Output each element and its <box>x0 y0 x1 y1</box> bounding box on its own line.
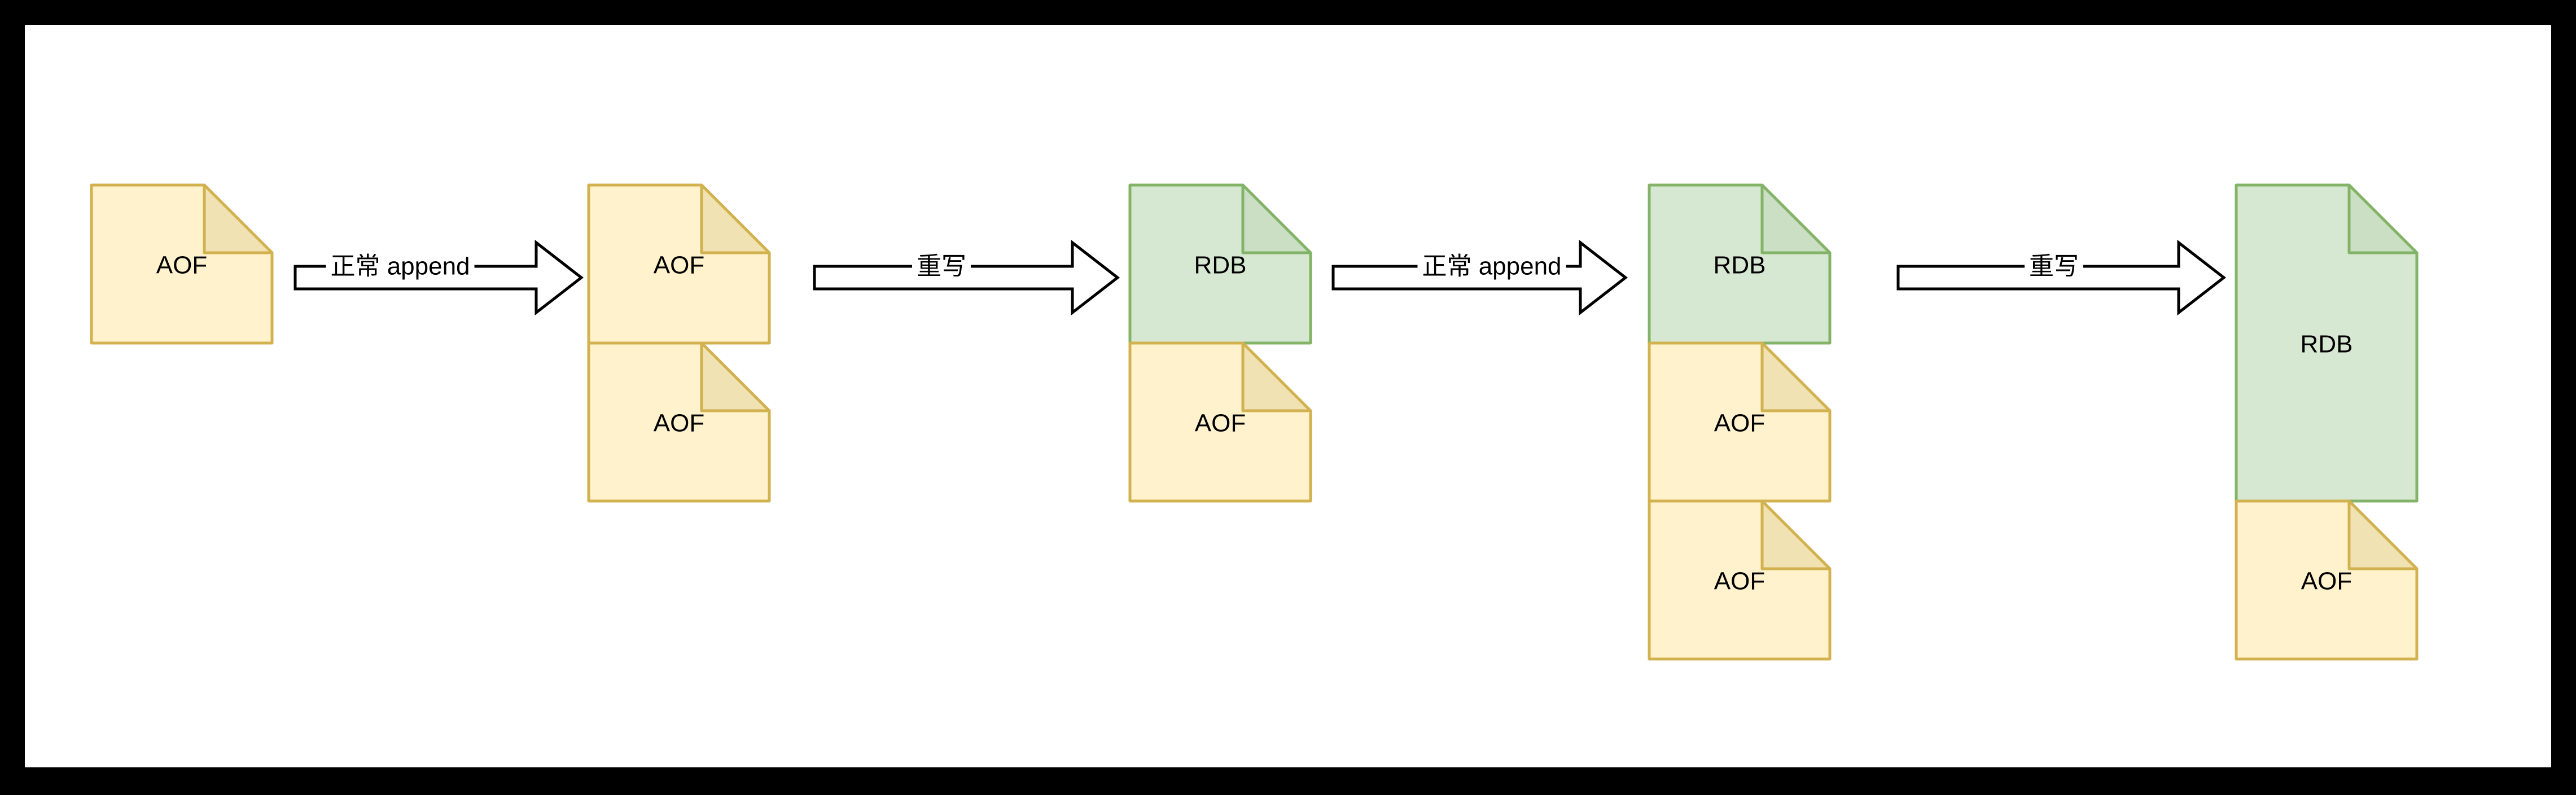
doc-stack4-rdb: RDB <box>1648 183 1832 345</box>
arrow-normal-append-1: 正常 append <box>293 239 584 316</box>
doc-stack5-rdb-tall: RDB <box>2235 183 2419 503</box>
arrow-label-background <box>326 251 475 282</box>
document-body <box>2235 183 2419 503</box>
document-fold-corner <box>1241 183 1312 254</box>
document-label: AOF <box>654 410 704 437</box>
arrow-rewrite-1: 重写 <box>813 239 1120 316</box>
document-fold-corner <box>700 183 771 254</box>
doc-aof-initial: AOF <box>90 183 274 345</box>
document-label: RDB <box>2301 331 2353 358</box>
doc-stack3-aof: AOF <box>1128 341 1312 503</box>
arrow-rewrite-2: 重写 <box>1896 239 2227 316</box>
doc-stack2-aof-bottom: AOF <box>587 341 771 503</box>
arrow-label: 重写 <box>917 253 966 280</box>
arrow-label: 重写 <box>2029 253 2079 280</box>
doc-stack4-aof-bottom: AOF <box>1648 499 1832 661</box>
arrow-label: 正常 append <box>330 253 470 280</box>
document-label: AOF <box>1714 568 1765 595</box>
document-fold-corner <box>1760 341 1832 412</box>
doc-stack4-aof-mid: AOF <box>1648 341 1832 503</box>
doc-stack2-aof-top: AOF <box>587 183 771 345</box>
document-label: AOF <box>2301 568 2352 595</box>
document-fold-corner <box>1760 499 1832 570</box>
arrow-label: 正常 append <box>1422 253 1561 280</box>
document-fold-corner <box>2347 499 2419 570</box>
document-fold-corner <box>203 183 274 254</box>
document-fold-corner <box>1760 183 1832 254</box>
document-label: AOF <box>1195 410 1246 437</box>
document-label: AOF <box>1714 410 1765 437</box>
document-label: RDB <box>1714 252 1766 279</box>
arrow-label-background <box>2025 251 2083 282</box>
document-fold-corner <box>1241 341 1312 412</box>
doc-stack5-aof: AOF <box>2235 499 2419 661</box>
document-fold-corner <box>2347 183 2419 254</box>
arrow-label-background <box>912 251 971 282</box>
document-label: RDB <box>1194 252 1247 279</box>
arrow-normal-append-2: 正常 append <box>1331 239 1628 316</box>
document-label: AOF <box>654 252 704 279</box>
doc-stack3-rdb: RDB <box>1128 183 1312 345</box>
document-fold-corner <box>700 341 771 412</box>
arrow-label-background <box>1417 251 1566 282</box>
document-label: AOF <box>156 252 207 279</box>
